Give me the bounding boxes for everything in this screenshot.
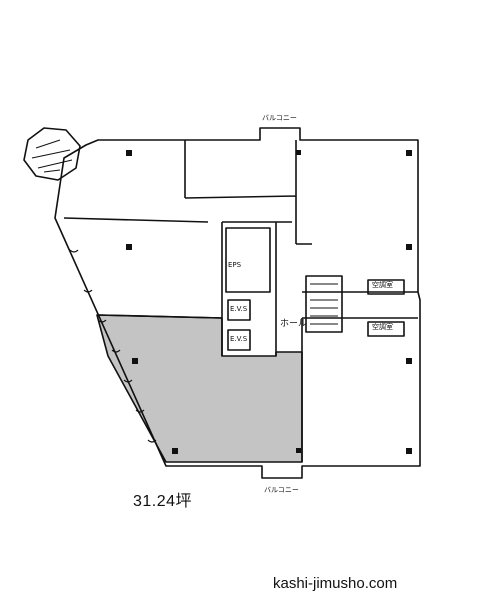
ac-room-upper-box [367, 279, 405, 295]
elevator-2-box [227, 329, 251, 351]
toilet-room [225, 227, 271, 293]
columns [126, 150, 412, 454]
ac-room-upper-label: 空調室 [372, 281, 393, 289]
balcony-top-label: バルコニー [262, 114, 297, 122]
stair [305, 275, 343, 333]
balcony-bottom-label: バルコニー [264, 486, 299, 494]
highlighted-unit [96, 314, 303, 463]
site-watermark: kashi-jimusho.com [273, 575, 398, 592]
porch-detail [31, 139, 73, 173]
elevator-2-label: E.V.S [230, 335, 248, 343]
elevator-1-box [227, 299, 251, 321]
hall-label: ホール [280, 319, 308, 329]
ac-room-lower-label: 空調室 [372, 323, 393, 331]
area-label: 31.24坪 [133, 493, 193, 510]
elevator-1-label: E.V.S [230, 305, 248, 313]
entrance-porch [23, 127, 81, 181]
partitions [63, 140, 418, 462]
diagonal-wall-detail [69, 249, 157, 443]
eps-label: EPS [228, 261, 242, 269]
ac-room-lower-box [367, 321, 405, 337]
stair-steps [310, 283, 338, 325]
